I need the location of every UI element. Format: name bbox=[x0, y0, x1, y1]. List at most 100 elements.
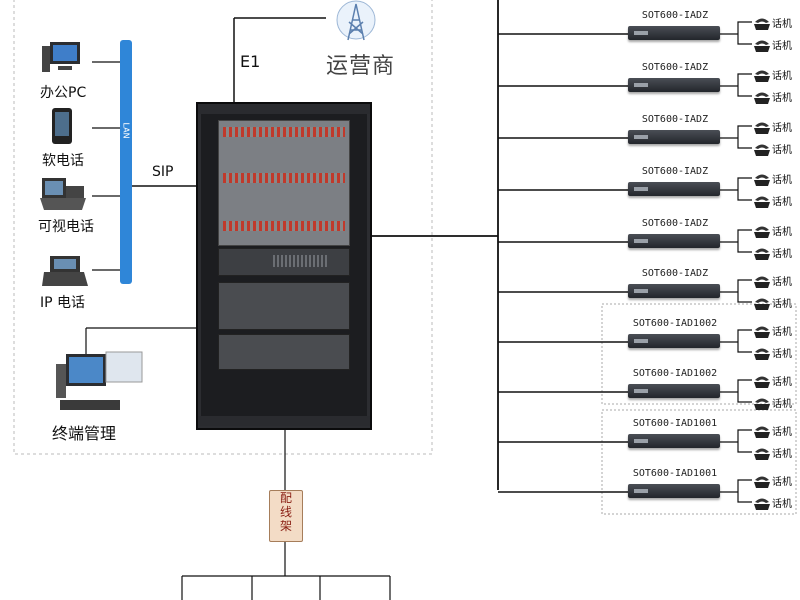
phone-icon bbox=[754, 70, 770, 82]
desk-phone: 话机 bbox=[752, 86, 792, 105]
desk-phone: 话机 bbox=[752, 34, 792, 53]
terminal-label: 办公PC bbox=[40, 85, 87, 101]
phone-icon bbox=[754, 298, 770, 310]
desktop-pc-icon bbox=[42, 42, 80, 72]
carrier-node: 运营商 bbox=[318, 0, 418, 80]
terminal-office-pc: 办公PC bbox=[40, 40, 100, 102]
gateway-device-icon bbox=[628, 334, 720, 348]
desk-phone: 话机 bbox=[752, 12, 792, 31]
phone-icon bbox=[754, 248, 770, 260]
phone-line bbox=[720, 177, 752, 201]
phone-icon bbox=[754, 398, 770, 410]
softphone-icon bbox=[52, 108, 72, 144]
phone-label: 话机 bbox=[772, 477, 792, 488]
gateway-model-label: SOT600-IAD1001 bbox=[632, 418, 718, 429]
phone-label: 话机 bbox=[772, 93, 792, 104]
gateway-device-icon bbox=[628, 130, 720, 144]
pbx-rack bbox=[196, 102, 372, 430]
gateway-device-icon bbox=[628, 284, 720, 298]
terminal-label: IP 电话 bbox=[40, 295, 86, 311]
phone-line bbox=[720, 21, 752, 45]
desk-phone: 话机 bbox=[752, 168, 792, 187]
phone-label: 话机 bbox=[772, 41, 792, 52]
phone-label: 话机 bbox=[772, 145, 792, 156]
phone-icon bbox=[754, 376, 770, 388]
phone-label: 话机 bbox=[772, 175, 792, 186]
phone-icon bbox=[754, 426, 770, 438]
phone-line bbox=[720, 429, 752, 453]
phone-icon bbox=[754, 40, 770, 52]
phone-line bbox=[720, 329, 752, 353]
phone-label: 话机 bbox=[772, 123, 792, 134]
rack-blank-panel bbox=[218, 282, 350, 330]
phone-label: 话机 bbox=[772, 249, 792, 260]
phone-icon bbox=[754, 122, 770, 134]
gateway-model-label: SOT600-IADZ bbox=[641, 10, 709, 21]
gateway-model-label: SOT600-IAD1002 bbox=[632, 368, 718, 379]
desk-phone: 话机 bbox=[752, 320, 792, 339]
phone-label: 话机 bbox=[772, 19, 792, 30]
phone-line bbox=[720, 279, 752, 303]
gateway-device-icon bbox=[628, 182, 720, 196]
gateway-device-icon bbox=[628, 484, 720, 498]
desk-phone: 话机 bbox=[752, 492, 792, 511]
phone-line bbox=[720, 73, 752, 97]
gateway-device-icon bbox=[628, 434, 720, 448]
gateway-model-label: SOT600-IAD1002 bbox=[632, 318, 718, 329]
e1-label: E1 bbox=[240, 52, 261, 71]
management-pc-icon bbox=[56, 351, 143, 410]
terminal-management: 终端管理 bbox=[52, 350, 152, 444]
gateway-model-label: SOT600-IADZ bbox=[641, 114, 709, 125]
desk-phone: 话机 bbox=[752, 270, 792, 289]
desk-phone: 话机 bbox=[752, 116, 792, 135]
terminal-video-phone: 可视电话 bbox=[38, 176, 108, 236]
phone-icon bbox=[754, 476, 770, 488]
desk-phone: 话机 bbox=[752, 342, 792, 361]
phone-icon bbox=[754, 226, 770, 238]
terminal-label: 可视电话 bbox=[38, 219, 94, 235]
distribution-frame: 配 线 架 bbox=[269, 490, 303, 542]
phone-icon bbox=[754, 348, 770, 360]
desk-phone: 话机 bbox=[752, 64, 792, 83]
gateway-device-icon bbox=[628, 26, 720, 40]
rack-power-unit bbox=[218, 248, 350, 276]
phone-line bbox=[720, 229, 752, 253]
desk-phone: 话机 bbox=[752, 190, 792, 209]
desk-phone: 话机 bbox=[752, 442, 792, 461]
rack-top bbox=[198, 104, 370, 114]
lan-label: LAN bbox=[121, 122, 131, 139]
phone-label: 话机 bbox=[772, 377, 792, 388]
phone-label: 话机 bbox=[772, 299, 792, 310]
desk-phone: 话机 bbox=[752, 220, 792, 239]
phone-icon bbox=[754, 326, 770, 338]
video-phone-icon bbox=[40, 178, 86, 210]
desk-phone: 话机 bbox=[752, 392, 792, 411]
phone-icon bbox=[754, 448, 770, 460]
phone-icon bbox=[754, 498, 770, 510]
phone-line bbox=[720, 479, 752, 503]
phone-label: 话机 bbox=[772, 399, 792, 410]
phone-label: 话机 bbox=[772, 349, 792, 360]
phone-icon bbox=[754, 196, 770, 208]
desk-phone: 话机 bbox=[752, 292, 792, 311]
terminal-label: 软电话 bbox=[42, 153, 84, 169]
management-label: 终端管理 bbox=[52, 424, 117, 443]
phone-icon bbox=[754, 18, 770, 30]
gateway-model-label: SOT600-IADZ bbox=[641, 218, 709, 229]
desk-phone: 话机 bbox=[752, 470, 792, 489]
phone-label: 话机 bbox=[772, 427, 792, 438]
ddf-char: 线 bbox=[279, 505, 292, 519]
phone-icon bbox=[754, 144, 770, 156]
desk-phone: 话机 bbox=[752, 138, 792, 157]
phone-label: 话机 bbox=[772, 227, 792, 238]
gateway-model-label: SOT600-IADZ bbox=[641, 62, 709, 73]
desk-phone: 话机 bbox=[752, 420, 792, 439]
phone-label: 话机 bbox=[772, 277, 792, 288]
